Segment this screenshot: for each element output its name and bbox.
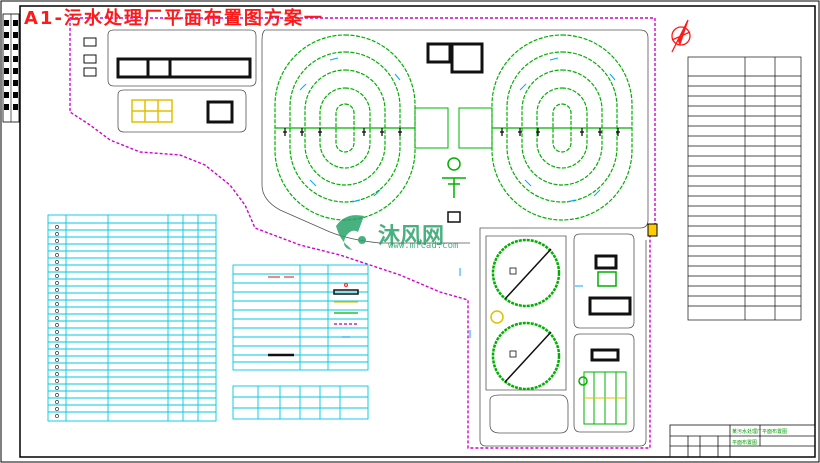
distribution-wells xyxy=(414,107,493,149)
inner-border xyxy=(19,5,816,458)
aeration-tank-left xyxy=(274,34,416,221)
sludge-beds xyxy=(583,371,627,425)
watermark-brand: 沐风网 xyxy=(378,224,445,249)
main-gate xyxy=(647,223,658,237)
north-arrow-icon xyxy=(671,19,691,53)
equipment-table-left xyxy=(47,214,217,422)
aerator-marks xyxy=(283,128,620,136)
small-structures xyxy=(442,157,588,386)
title-block-sheet: 平面布置图 xyxy=(732,440,758,446)
flow-arrows xyxy=(299,57,616,373)
drawing-title: A1-污水处理厂平面布置图方案一 xyxy=(24,8,324,29)
secondary-clarifiers xyxy=(491,238,561,391)
aeration-tank-right xyxy=(491,34,633,221)
pump-house xyxy=(447,211,461,223)
office-buildings xyxy=(83,37,632,362)
title-block-project: 某污水处理厂平面布置图 xyxy=(732,429,788,435)
legend-symbols xyxy=(268,276,359,357)
notes-table xyxy=(232,385,369,420)
mfcad-logo-icon xyxy=(336,215,366,250)
watermark-url: www.mfcad.com xyxy=(388,241,459,251)
title-block xyxy=(669,424,816,458)
table-row-markers xyxy=(55,225,59,418)
site-boundary xyxy=(69,17,656,449)
schedule-table-right xyxy=(687,56,802,321)
yellow-structure xyxy=(131,99,173,123)
internal-roads xyxy=(107,29,649,447)
legend-table xyxy=(232,264,369,371)
binding-strip xyxy=(2,13,20,123)
